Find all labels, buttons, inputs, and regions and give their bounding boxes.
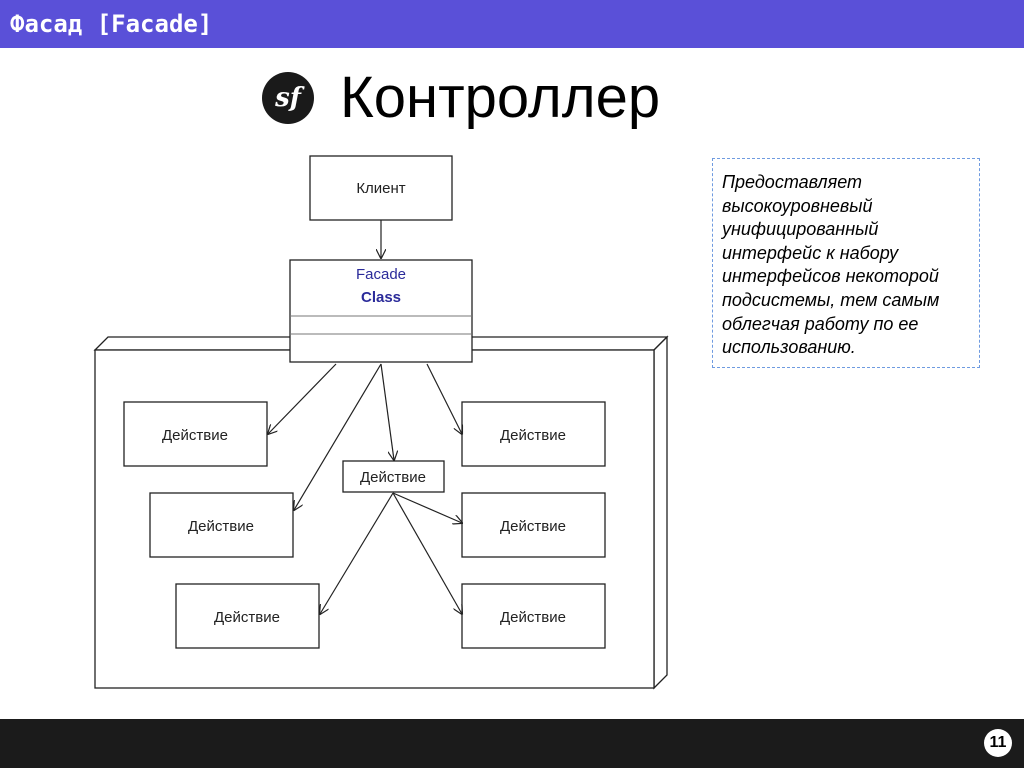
slide-section-title: Фасад [Facade] [10,10,213,38]
arrow [268,363,337,434]
facade-class-name-line2: Class [361,289,401,306]
action-box: Действие [461,401,606,467]
slide-title: Контроллер [340,65,661,130]
action-label: Действие [500,609,566,626]
action-label: Действие [162,427,228,444]
action-label: Действие [500,518,566,535]
arrow [426,363,462,434]
arrow [320,492,394,614]
slide-heading: sf Контроллер [262,66,660,130]
client-box: Клиент [309,155,453,221]
arrow [380,363,394,460]
action-label: Действие [188,518,254,535]
client-label: Клиент [356,180,405,197]
description-note: Предоставляет высокоуровневый унифициров… [712,158,980,368]
facade-class-name-line1: Facade [356,266,406,283]
middle-action-arrows [320,492,462,614]
action-box: Действие [149,492,294,558]
action-label: Действие [360,469,426,486]
facade-arrows [268,363,462,510]
action-box: Действие [175,583,320,649]
arrow [294,363,382,510]
facade-class-box: Facade Class [289,259,473,363]
arrow [392,492,462,614]
page-number-badge: 11 [984,729,1012,757]
action-box: Действие [461,492,606,558]
action-label: Действие [500,427,566,444]
arrow [392,492,462,523]
action-box: Действие [123,401,268,467]
action-box-middle: Действие [342,460,445,493]
action-label: Действие [214,609,280,626]
description-text: Предоставляет высокоуровневый унифициров… [722,172,940,358]
action-box: Действие [461,583,606,649]
header-bar: Фасад [Facade] [0,0,1024,48]
symfony-logo-icon: sf [262,72,314,124]
footer-bar [0,719,1024,768]
